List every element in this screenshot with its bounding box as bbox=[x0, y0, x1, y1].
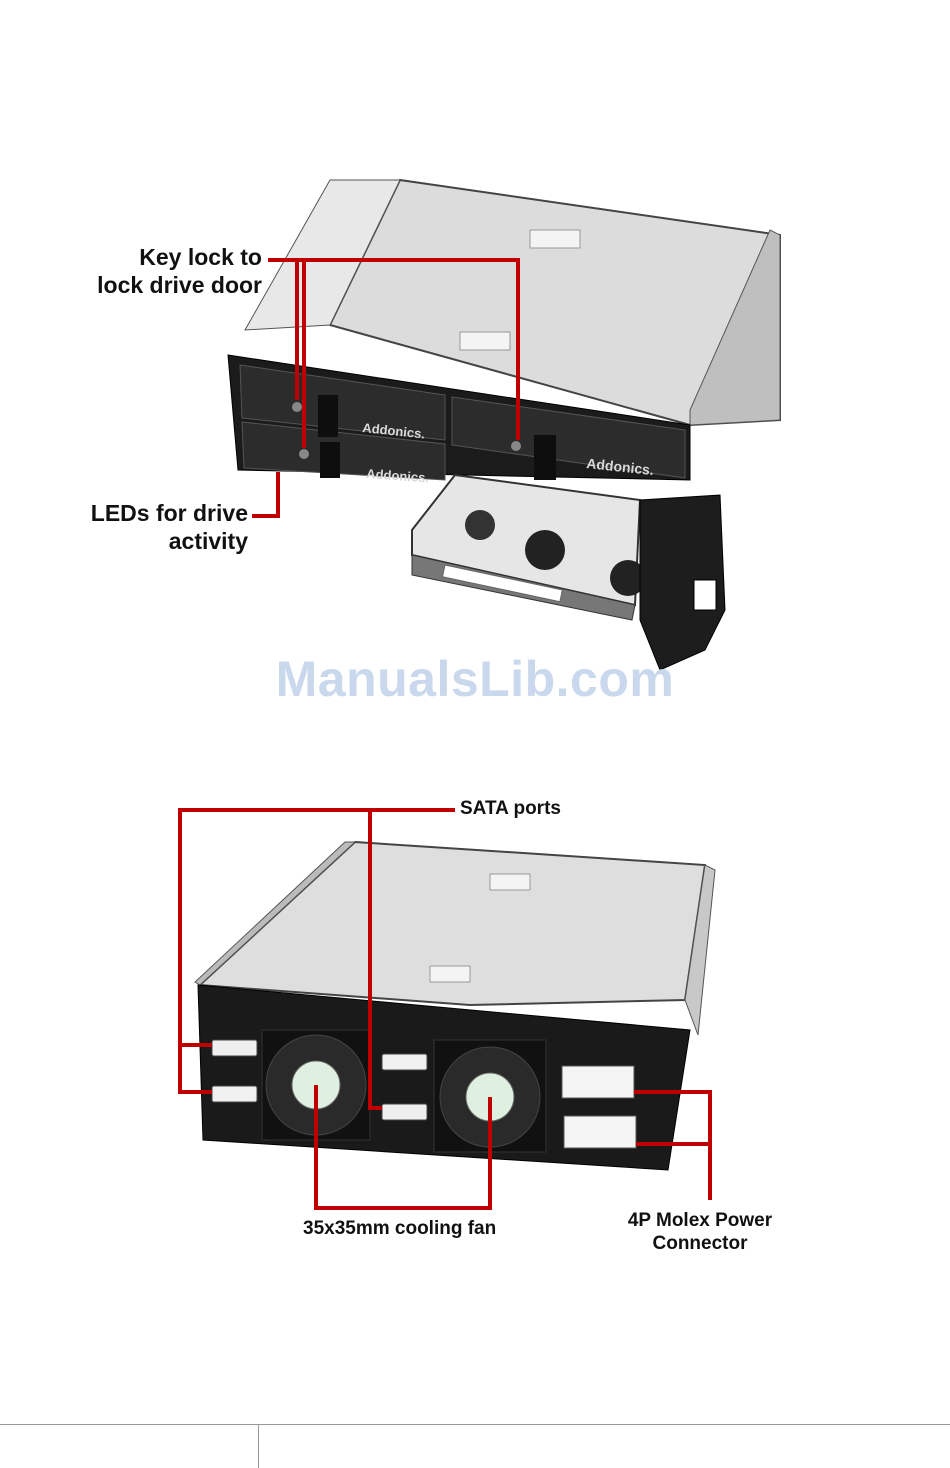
door-latch bbox=[534, 435, 556, 480]
front-view-drawing: Addonics. Addonics. Addonics. bbox=[0, 150, 950, 710]
footer-divider bbox=[258, 1424, 259, 1468]
sata-port bbox=[382, 1104, 427, 1120]
drive-screw-hole bbox=[465, 510, 495, 540]
top-vent-tab bbox=[430, 966, 470, 982]
key-lock-icon bbox=[511, 441, 521, 451]
handle-grip bbox=[694, 580, 716, 610]
sata-port bbox=[212, 1086, 257, 1102]
sata-port bbox=[212, 1040, 257, 1056]
led-callout-line bbox=[252, 472, 278, 516]
top-vent-tab bbox=[460, 332, 510, 350]
rear-view-drawing bbox=[0, 770, 950, 1290]
cooling-fan-label: 35x35mm cooling fan bbox=[303, 1218, 496, 1241]
key-lock-icon bbox=[299, 449, 309, 459]
molex-connector bbox=[562, 1066, 634, 1098]
rear-view-figure: SATA ports 35x35mm cooling fan 4P Molex … bbox=[0, 770, 950, 1290]
door-latch bbox=[318, 395, 338, 437]
footer-rule bbox=[0, 1424, 950, 1425]
watermark: ManualsLib.com bbox=[0, 650, 950, 708]
front-view-figure: Addonics. Addonics. Addonics. Key lock t… bbox=[0, 150, 950, 710]
brand-label-2: Addonics. bbox=[366, 466, 430, 485]
key-lock-icon bbox=[292, 402, 302, 412]
key-lock-label: Key lock to lock drive door bbox=[80, 244, 262, 299]
top-vent-tab bbox=[530, 230, 580, 248]
sata-ports-label: SATA ports bbox=[460, 798, 561, 821]
sata-port bbox=[382, 1054, 427, 1070]
molex-label: 4P Molex Power Connector bbox=[610, 1210, 790, 1256]
molex-connector bbox=[564, 1116, 636, 1148]
led-label: LEDs for drive activity bbox=[60, 500, 248, 555]
drive-screw-hole bbox=[525, 530, 565, 570]
top-vent-tab bbox=[490, 874, 530, 890]
door-latch bbox=[320, 442, 340, 478]
